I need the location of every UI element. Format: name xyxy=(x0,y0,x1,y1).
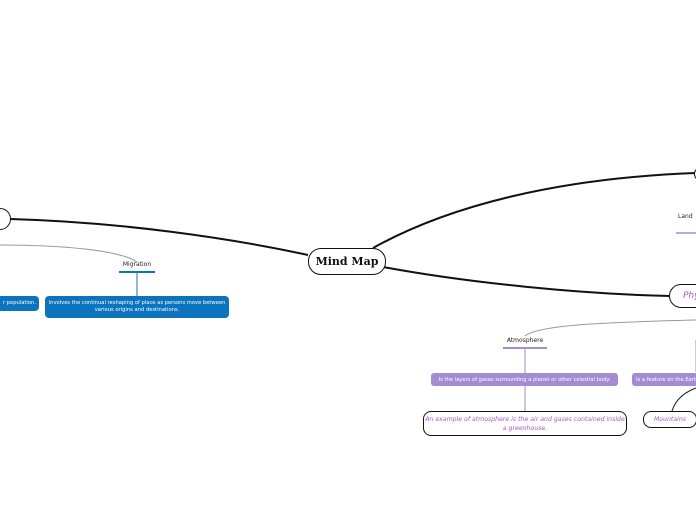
connector-left-migration xyxy=(0,244,138,263)
atmosphere-subtopic[interactable]: Atmosphere xyxy=(500,337,550,344)
connector-phys-atmosphere xyxy=(524,319,696,337)
central-topic-node[interactable]: Mind Map xyxy=(308,248,386,275)
migration-description-box[interactable]: Involves the continual reshaping of plac… xyxy=(45,296,229,318)
connector-mountains xyxy=(671,387,696,412)
land-subtopic-label: Land xyxy=(678,213,693,220)
atmosphere-underline xyxy=(503,347,547,349)
atmosphere-subtopic-label: Atmosphere xyxy=(506,337,544,344)
atmosphere-definition-box[interactable]: Is the layers of gases surrounding a pla… xyxy=(431,373,618,386)
mountains-node[interactable]: Mountains xyxy=(643,411,696,428)
mountains-label: Mountains xyxy=(653,416,687,423)
atmosphere-example-box[interactable]: An example of atmosphere is the air and … xyxy=(423,411,627,436)
connector-central-physical xyxy=(382,266,671,297)
migration-subtopic[interactable]: Migration xyxy=(115,261,159,268)
connector-central-top-right xyxy=(372,172,696,249)
landform-definition-text: Is a feature on the Eart xyxy=(636,376,696,383)
population-description-text: r population. xyxy=(2,299,36,306)
population-description-box[interactable]: r population. xyxy=(0,296,39,311)
migration-description-text: Involves the continual reshaping of plac… xyxy=(48,299,226,314)
physical-topic-label: Phy xyxy=(683,291,696,301)
physical-topic-node[interactable]: Phy xyxy=(669,284,696,308)
land-subtopic[interactable]: Land xyxy=(678,213,693,220)
migration-subtopic-label: Migration xyxy=(122,261,152,268)
atmosphere-example-text: An example of atmosphere is the air and … xyxy=(425,415,625,432)
connector-central-left xyxy=(9,218,309,256)
migration-underline xyxy=(119,271,155,273)
central-topic-label: Mind Map xyxy=(315,255,379,268)
landform-definition-box[interactable]: Is a feature on the Eart xyxy=(632,373,696,386)
atmosphere-definition-text: Is the layers of gases surrounding a pla… xyxy=(438,376,611,383)
